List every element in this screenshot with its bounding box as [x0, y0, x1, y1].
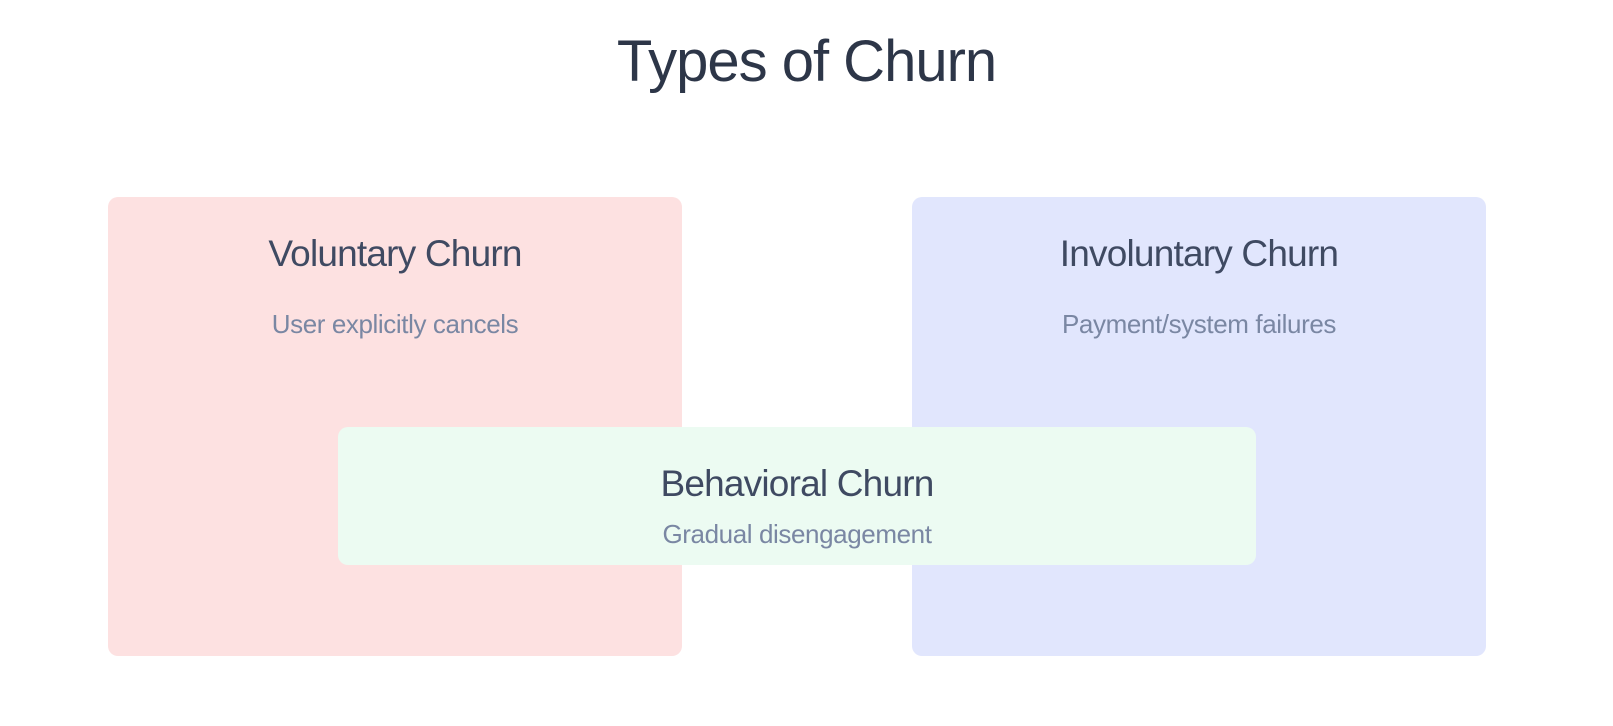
involuntary-churn-description: Payment/system failures — [1061, 309, 1336, 339]
involuntary-churn-box: Involuntary Churn Payment/system failure… — [912, 197, 1486, 656]
involuntary-churn-title: Involuntary Churn — [1059, 233, 1339, 274]
behavioral-churn-description: Gradual disengagement — [662, 519, 932, 549]
diagram-title: Types of Churn — [616, 29, 997, 94]
behavioral-churn-title: Behavioral Churn — [660, 463, 934, 504]
voluntary-churn-description: User explicitly cancels — [271, 309, 519, 339]
voluntary-churn-title: Voluntary Churn — [268, 233, 522, 274]
behavioral-churn-box: Behavioral Churn Gradual disengagement — [338, 427, 1256, 565]
voluntary-churn-box: Voluntary Churn User explicitly cancels — [108, 197, 682, 656]
